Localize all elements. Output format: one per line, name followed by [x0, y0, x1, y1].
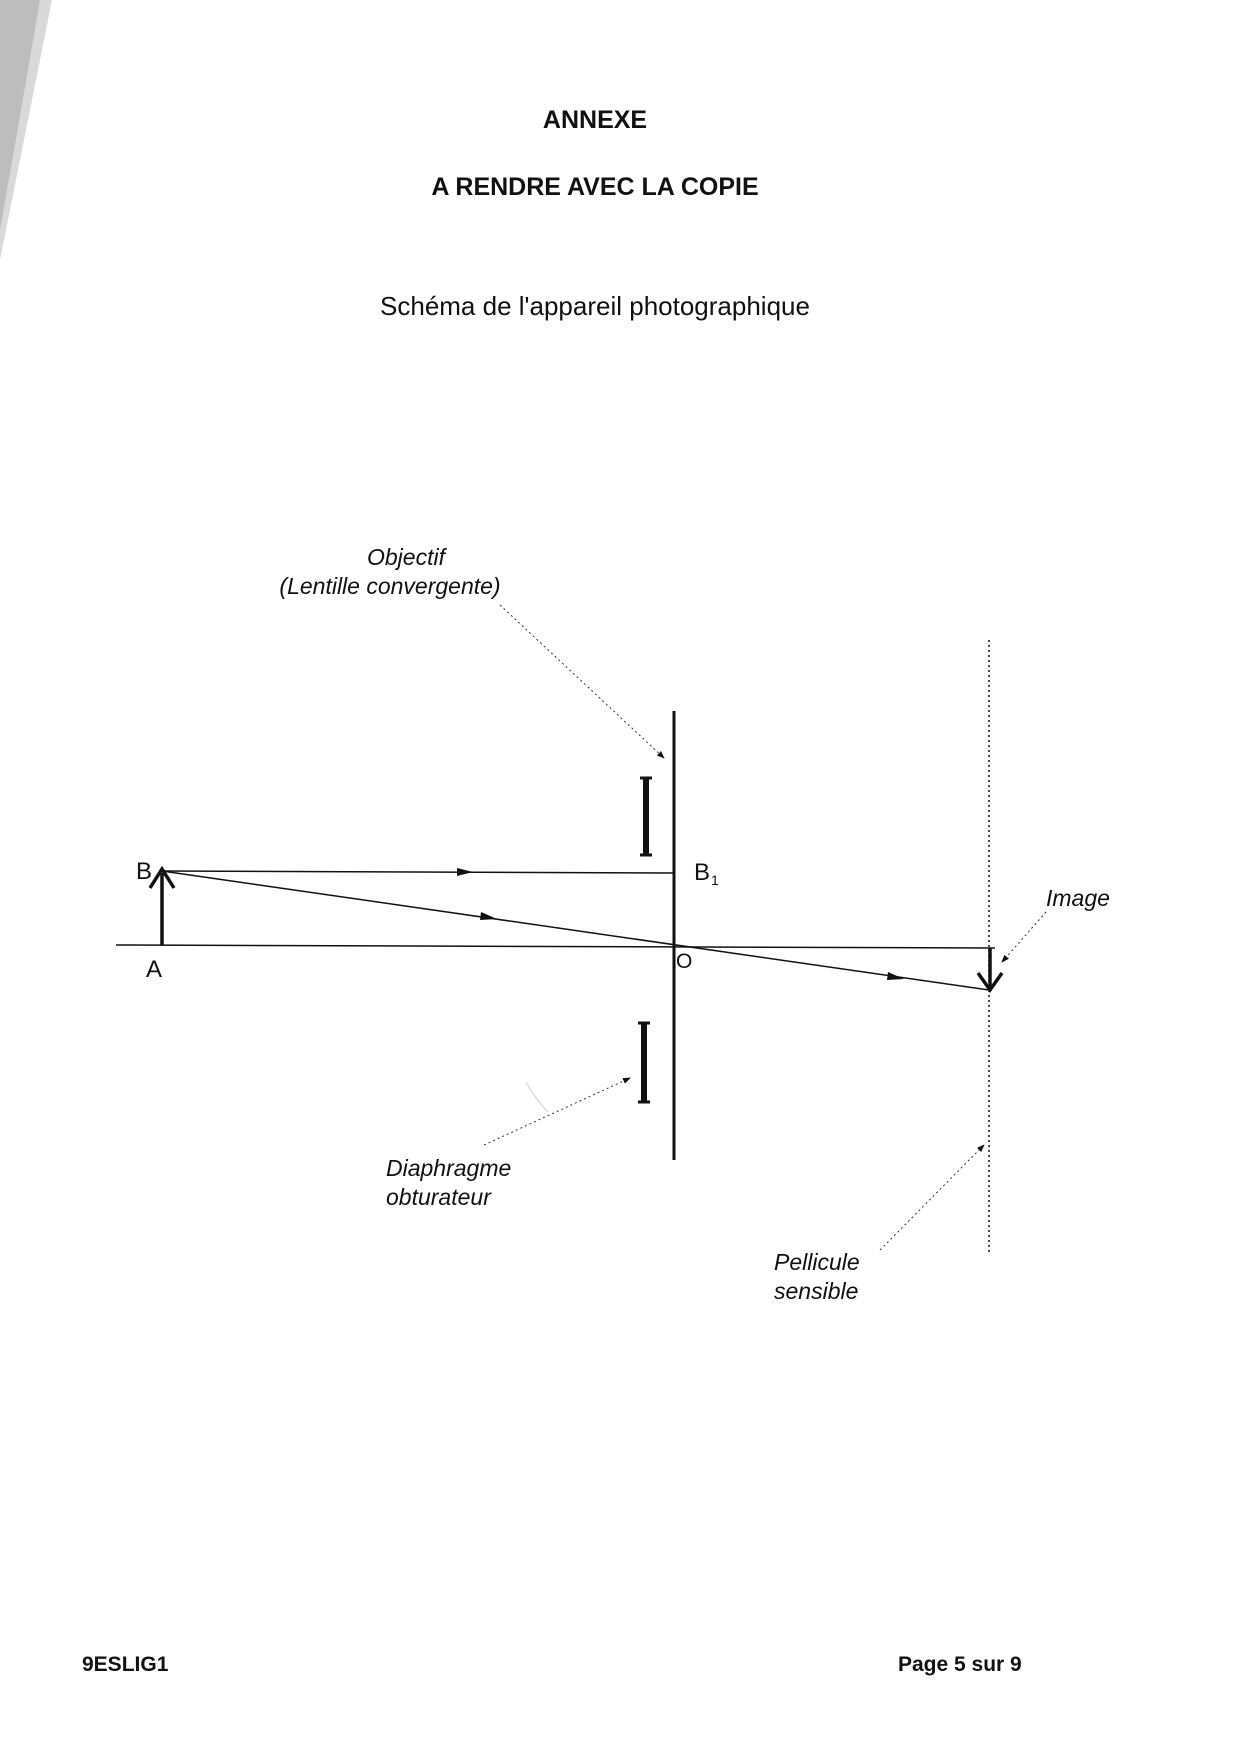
- point-o-label: O: [676, 950, 692, 973]
- image-leader: [1001, 911, 1047, 963]
- point-a-label: A: [146, 956, 162, 983]
- point-b-label: B: [136, 858, 152, 885]
- diaphragm-upper-bar: [640, 776, 652, 857]
- objectif-leader: [499, 604, 665, 759]
- page-subtitle: A RENDRE AVEC LA COPIE: [431, 173, 759, 201]
- diaphragme-leader: [483, 1077, 631, 1146]
- ray-parallel-arrow: [457, 868, 473, 876]
- scan-mark: [525, 1081, 549, 1113]
- document-code: 9ESLIG1: [82, 1653, 169, 1676]
- page-title: ANNEXE: [542, 106, 648, 134]
- page-number: Page 5 sur 9: [898, 1653, 1022, 1676]
- pellicule-label: Pellicule: [774, 1249, 860, 1275]
- obturateur-label: obturateur: [386, 1184, 492, 1210]
- image-arrow-head: [976, 971, 1004, 994]
- optical-axis: [115, 944, 996, 949]
- scan-edge-shadow: [0, 0, 52, 260]
- diagram-heading: Schéma de l'appareil photographique: [380, 291, 810, 321]
- point-b1-subscript: 1: [711, 872, 719, 888]
- ray-center-arrow-2: [887, 972, 904, 980]
- ray-center-arrow-1: [480, 912, 497, 920]
- diaphragm-lower-bar: [638, 1021, 650, 1104]
- object-arrow-head: [148, 865, 176, 889]
- objectif-label-line2: (Lentille convergente): [279, 573, 500, 599]
- image-label: Image: [1046, 885, 1110, 911]
- diaphragme-label: Diaphragme: [386, 1155, 511, 1181]
- sensible-label: sensible: [774, 1278, 858, 1304]
- point-b1-main: B: [694, 859, 710, 886]
- pellicule-leader: [879, 1144, 985, 1251]
- objectif-label: Objectif: [367, 544, 448, 570]
- ray-parallel: [161, 870, 675, 874]
- point-b1-label: B1: [694, 859, 719, 888]
- ray-through-center: [161, 870, 990, 991]
